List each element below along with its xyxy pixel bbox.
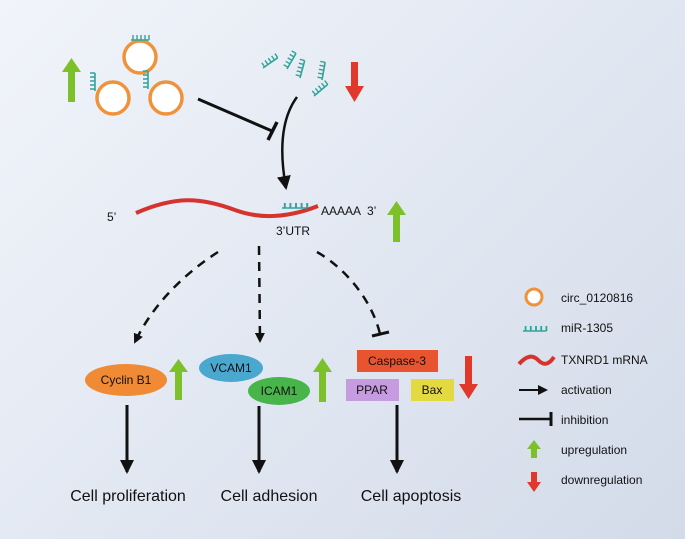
dashed-inhibition-apoptosis — [316, 250, 390, 338]
dashed-activation-adhesion — [254, 245, 265, 343]
svg-text:inhibition: inhibition — [561, 413, 608, 427]
svg-text:downregulation: downregulation — [561, 473, 642, 487]
vcam1-node: VCAM1 — [199, 354, 263, 382]
svg-text:activation: activation — [561, 383, 612, 397]
svg-text:Bax: Bax — [422, 383, 443, 397]
legend-item-inhibition: inhibition — [519, 412, 608, 427]
legend-item-down: downregulation — [527, 472, 642, 492]
legend: circ_0120816 miR-1305 TXNRD1 mRNA activa… — [517, 287, 648, 492]
utr-label: 3’UTR — [276, 224, 310, 238]
mirna-cluster — [259, 50, 329, 97]
caspase3-node: Caspase-3 — [357, 350, 438, 372]
upregulation-icon — [62, 58, 81, 102]
svg-text:TXNRD1 mRNA: TXNRD1 mRNA — [561, 353, 648, 367]
bax-node: Bax — [411, 379, 454, 401]
circ-icon — [122, 34, 158, 75]
ppar-node: PPAR — [346, 379, 399, 401]
txnrd1-mrna — [135, 198, 319, 219]
svg-text:PPAR: PPAR — [356, 383, 388, 397]
svg-text:Cyclin B1: Cyclin B1 — [101, 373, 152, 387]
icam1-node: ICAM1 — [248, 377, 310, 405]
outcome-proliferation: Cell proliferation — [70, 488, 186, 505]
legend-item-up: upregulation — [527, 440, 627, 458]
downregulation-icon — [345, 62, 364, 102]
outcome-apoptosis: Cell apoptosis — [361, 488, 462, 505]
svg-text:upregulation: upregulation — [561, 443, 627, 457]
upregulation-icon — [387, 201, 406, 242]
five-prime-label: 5’ — [107, 210, 116, 224]
svg-text:VCAM1: VCAM1 — [210, 361, 252, 375]
legend-item-circ: circ_0120816 — [524, 287, 633, 307]
polya-label: AAAAA — [321, 204, 361, 218]
dashed-activation-cyclin — [133, 250, 219, 344]
inhibition-arrow — [197, 97, 279, 141]
outcome-adhesion: Cell adhesion — [221, 488, 318, 505]
downregulation-icon — [459, 356, 478, 399]
legend-item-activation: activation — [519, 383, 612, 397]
upregulation-icon — [169, 359, 188, 400]
three-prime-label: 3’ — [367, 204, 376, 218]
legend-item-mirna: miR-1305 — [521, 321, 613, 335]
upregulation-icon — [313, 358, 332, 402]
circrna-cluster — [89, 34, 184, 116]
cyclin-b1-node: Cyclin B1 — [85, 364, 167, 396]
activation-arrow — [276, 96, 299, 190]
legend-item-mrna: TXNRD1 mRNA — [517, 353, 648, 367]
circ-icon — [89, 72, 131, 116]
circ-icon — [142, 70, 184, 116]
svg-text:miR-1305: miR-1305 — [561, 321, 613, 335]
svg-text:Caspase-3: Caspase-3 — [368, 354, 426, 368]
svg-text:ICAM1: ICAM1 — [261, 384, 298, 398]
svg-text:circ_0120816: circ_0120816 — [561, 291, 633, 305]
